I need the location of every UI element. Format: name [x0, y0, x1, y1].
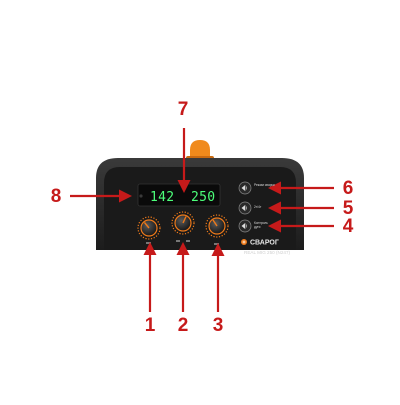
- arrowhead-7: [177, 180, 191, 193]
- handle: [190, 140, 210, 160]
- callout-number-8: 8: [50, 186, 62, 207]
- callout-number-6: 6: [342, 178, 354, 199]
- arrowhead-8: [119, 189, 132, 203]
- arrowhead-2: [176, 242, 190, 255]
- arrowhead-5: [268, 201, 281, 215]
- middle-knob[interactable]: [171, 211, 195, 235]
- display-right-value: 250: [191, 190, 215, 205]
- right-knob[interactable]: [205, 214, 229, 238]
- display-left-value: 142: [150, 190, 174, 205]
- knob-mark-middle-b: [186, 240, 190, 242]
- callout-number-1: 1: [144, 315, 156, 336]
- arrowhead-1: [143, 242, 157, 255]
- welding-mode-caption: Режим сварки: [254, 183, 275, 187]
- left-knob[interactable]: [137, 216, 161, 240]
- arrowhead-4: [268, 219, 281, 233]
- arrowhead-6: [268, 181, 281, 195]
- knob-mark-right: [214, 243, 219, 245]
- 2t-4t-button[interactable]: [238, 201, 252, 215]
- arc-control-button[interactable]: [238, 219, 252, 233]
- model-name: REAL MIG 250 (N247): [244, 250, 291, 255]
- callout-number-2: 2: [177, 315, 189, 336]
- arrowhead-3: [211, 243, 225, 256]
- callout-arrows: [70, 128, 334, 312]
- brand-logo-icon: [241, 239, 247, 245]
- callout-number-3: 3: [212, 315, 224, 336]
- callout-number-5: 5: [342, 198, 354, 219]
- front-panel: [104, 167, 296, 250]
- callout-number-4: 4: [342, 216, 354, 237]
- arc-control-caption: Контроль дуги: [254, 221, 268, 229]
- welding-mode-button[interactable]: [238, 181, 252, 195]
- 2t-4t-caption: 2т/4т: [254, 205, 262, 209]
- knob-mark-middle-a: [176, 240, 180, 242]
- brand-name: СВАРОГ: [250, 240, 279, 247]
- knob-mark-left: [146, 242, 151, 244]
- callout-number-7: 7: [177, 99, 189, 120]
- display-bezel: [137, 183, 221, 207]
- indicator-led: [139, 194, 143, 198]
